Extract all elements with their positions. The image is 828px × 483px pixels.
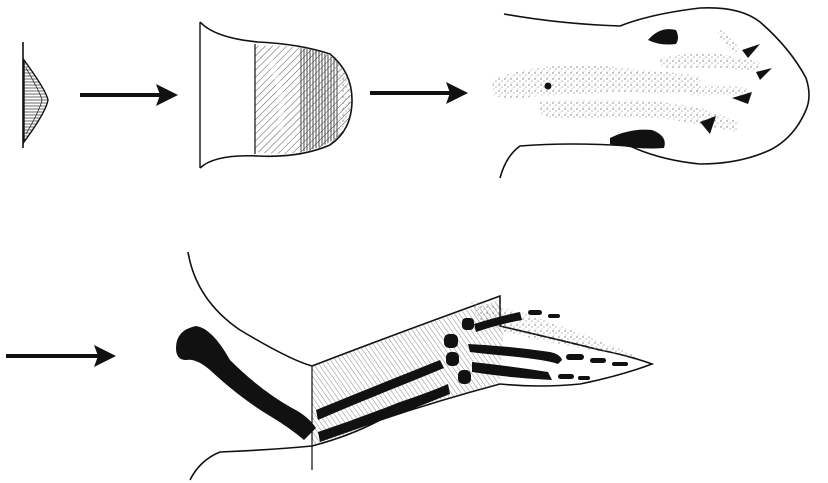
arrow-2-icon (370, 82, 468, 104)
stage-1-limb-bud (23, 42, 48, 148)
stage-4-mature-limb (176, 252, 652, 480)
stage-3-autopod (492, 8, 809, 178)
arrow-1-icon (80, 84, 178, 106)
arrow-3-icon (6, 345, 116, 367)
stage-2-paddle (200, 22, 352, 168)
